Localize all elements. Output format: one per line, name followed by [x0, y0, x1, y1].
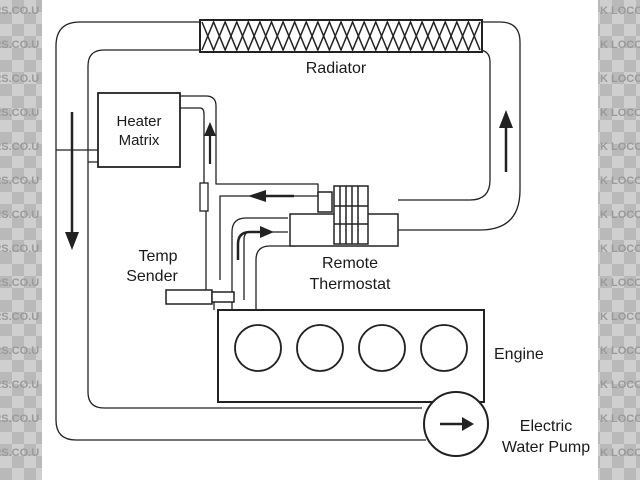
hose-thermostat-radiator-inner	[398, 49, 491, 201]
watermark-text: ERS.CO.U	[0, 379, 39, 391]
remote-thermostat	[289, 185, 399, 247]
watermark-text: K LOCOST	[600, 107, 640, 119]
pump-label-line1: Electric	[520, 418, 572, 435]
flow-arrow-right-icon	[236, 226, 274, 260]
watermark-text: ERS.CO.U	[0, 39, 39, 51]
radiator-fin-zigzag	[201, 20, 481, 52]
electric-water-pump	[423, 391, 489, 457]
hose-thermostat-radiator-outer	[398, 21, 521, 231]
watermark-text: ERS.CO.U	[0, 141, 39, 153]
watermark-text: K LOCOST	[600, 175, 640, 187]
watermark-right-strip: K LOCOST K LOCOST K LOCOST K LOCOST K LOCOST…	[598, 0, 640, 480]
watermark-text: K LOCOST	[600, 141, 640, 153]
watermark-text: K LOCOST	[600, 447, 640, 459]
watermark-text: ERS.CO.U	[0, 447, 39, 459]
flow-arrow-down-icon	[65, 112, 79, 250]
watermark-text: K LOCOST	[600, 5, 640, 17]
flow-arrow-left-icon	[248, 190, 294, 202]
watermark-text: K LOCOST	[600, 345, 640, 357]
watermark-text: K LOCOST	[600, 243, 640, 255]
engine-cylinder	[234, 324, 282, 372]
temp-sender-label-line1: Temp	[138, 248, 177, 265]
watermark-text: K LOCOST	[600, 277, 640, 289]
watermark-text: ERS.CO.U	[0, 311, 39, 323]
hose-thermostat-engine	[255, 245, 296, 310]
watermark-text: ERS.CO.U	[0, 345, 39, 357]
temp-sender-label-line2: Sender	[126, 268, 178, 285]
watermark-text: ERS.CO.U	[0, 5, 39, 17]
watermark-text: ERS.CO.U	[0, 107, 39, 119]
hose-radiator-return-outer	[55, 21, 426, 441]
flow-arrow-up-icon	[204, 122, 216, 164]
tee-connector	[199, 182, 209, 212]
pump-label-line2: Water Pump	[502, 439, 590, 456]
watermark-text: K LOCOST	[600, 413, 640, 425]
heater-matrix-label-line1: Heater	[116, 113, 161, 130]
watermark-text: ERS.CO.U	[0, 209, 39, 221]
temp-sender	[165, 289, 235, 305]
engine-cylinder	[358, 324, 406, 372]
watermark-text: K LOCOST	[600, 39, 640, 51]
heater-matrix-label-line2: Matrix	[119, 132, 160, 149]
watermark-text: ERS.CO.U	[0, 175, 39, 187]
hose-heater-feed	[180, 95, 319, 290]
watermark-text: ERS.CO.U	[0, 243, 39, 255]
watermark-text: ERS.CO.U	[0, 73, 39, 85]
engine-cylinders	[234, 324, 468, 372]
engine-label: Engine	[494, 346, 544, 363]
radiator	[199, 19, 483, 53]
watermark-text: K LOCOST	[600, 311, 640, 323]
hose-radiator-return-inner	[87, 49, 422, 409]
thermostat-label-line1: Remote	[322, 255, 378, 272]
watermark-text: K LOCOST	[600, 73, 640, 85]
watermark-left-strip: ERS.CO.U ERS.CO.U ERS.CO.U ERS.CO.U ERS.CO.U…	[0, 0, 42, 480]
flow-arrow-up-icon	[499, 110, 513, 172]
engine-cylinder	[296, 324, 344, 372]
radiator-label: Radiator	[306, 60, 367, 77]
watermark-text: K LOCOST	[600, 209, 640, 221]
watermark-text: K LOCOST	[600, 379, 640, 391]
radiator-fins	[201, 20, 481, 52]
hose-heater-return	[56, 149, 98, 163]
heater-matrix	[97, 92, 181, 168]
thermostat-label-line2: Thermostat	[310, 276, 391, 293]
watermark-text: ERS.CO.U	[0, 413, 39, 425]
radiator-fin-zigzag	[201, 20, 481, 52]
watermark-text: ERS.CO.U	[0, 277, 39, 289]
pump-arrow-head	[462, 417, 474, 431]
engine-block	[217, 309, 485, 403]
engine-cylinder	[420, 324, 468, 372]
